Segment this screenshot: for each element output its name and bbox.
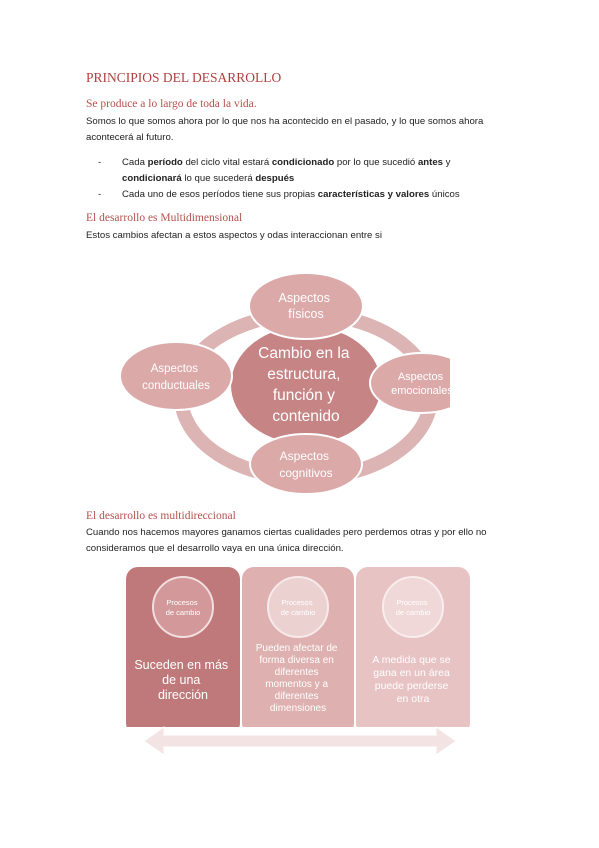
badge-1-label: Procesos de cambio	[166, 598, 201, 617]
double-arrow-icon	[143, 726, 457, 756]
center-label: Cambio en la estructura, función y conte…	[258, 345, 354, 425]
list-text: Cada uno de esos períodos tiene sus prop…	[122, 189, 318, 200]
page-title: PRINCIPIOS DEL DESARROLLO	[86, 70, 282, 85]
list-text: por lo que sucedió	[334, 157, 418, 168]
section-heading-lifespan: Se produce a lo largo de toda la vida.	[86, 98, 257, 110]
badge-2	[267, 576, 329, 638]
paragraph-line: Somos lo que somos ahora por lo que nos …	[86, 116, 484, 127]
panel-2-text: Pueden afectar de forma diversa en difer…	[256, 643, 341, 714]
list-item: - Cada uno de esos períodos tiene sus pr…	[98, 187, 460, 203]
list-text: lo que sucederá	[181, 173, 256, 184]
paragraph-line: Cuando nos hacemos mayores ganamos ciert…	[86, 527, 487, 538]
multidimensional-diagram: Cambio en la estructura, función y conte…	[119, 272, 450, 495]
badge-1	[152, 576, 214, 638]
node-behavioral-label: Aspectos conductuales	[142, 363, 210, 392]
panel-1-text: Suceden en más de una dirección	[134, 658, 231, 702]
section-heading-multidirectional: El desarrollo es multidireccional	[86, 510, 236, 522]
center-circle	[229, 324, 383, 446]
paragraph-line: acontecerá al futuro.	[86, 132, 174, 143]
list-item-continuation: condicionará lo que sucederá después	[122, 171, 294, 187]
badge-3-label: Procesos de cambio	[396, 598, 431, 617]
list-text: únicos	[429, 189, 460, 200]
list-emphasis: características y valores	[317, 189, 430, 200]
node-physical	[248, 272, 364, 340]
badge-3	[382, 576, 444, 638]
section-heading-multidimensional: El desarrollo es Multidimensional	[86, 212, 243, 224]
list-item: - Cada período del ciclo vital estará co…	[98, 155, 451, 171]
list-text: del ciclo vital estará	[182, 157, 272, 168]
list-emphasis: antes	[417, 157, 444, 168]
list-text: Cada	[122, 157, 148, 168]
bullet-dash: -	[98, 189, 102, 200]
node-physical-label: Aspectos físicos	[279, 291, 334, 321]
node-cognitive	[249, 433, 363, 495]
paragraph-line: consideramos que el desarrollo vaya en u…	[86, 543, 344, 554]
node-emotional-label: Aspectos emocionales	[391, 371, 450, 397]
list-emphasis: después	[255, 173, 295, 184]
node-cognitive-label: Aspectos cognitivos	[279, 449, 332, 480]
bullet-dash: -	[98, 157, 102, 168]
badge-2-label: Procesos de cambio	[281, 598, 316, 617]
list-text: y	[443, 157, 451, 168]
paragraph-line: Estos cambios afectan a estos aspectos y…	[86, 230, 382, 241]
list-emphasis: condicionará	[122, 173, 182, 184]
panel-3-text: A medida que se gana en un área puede pe…	[372, 654, 453, 705]
list-emphasis: período	[147, 157, 183, 168]
node-emotional	[369, 352, 450, 414]
multidirectional-diagram: Procesos de cambio Procesos de cambio Pr…	[126, 567, 470, 756]
list-emphasis: condicionado	[271, 157, 335, 168]
node-behavioral	[119, 341, 233, 411]
